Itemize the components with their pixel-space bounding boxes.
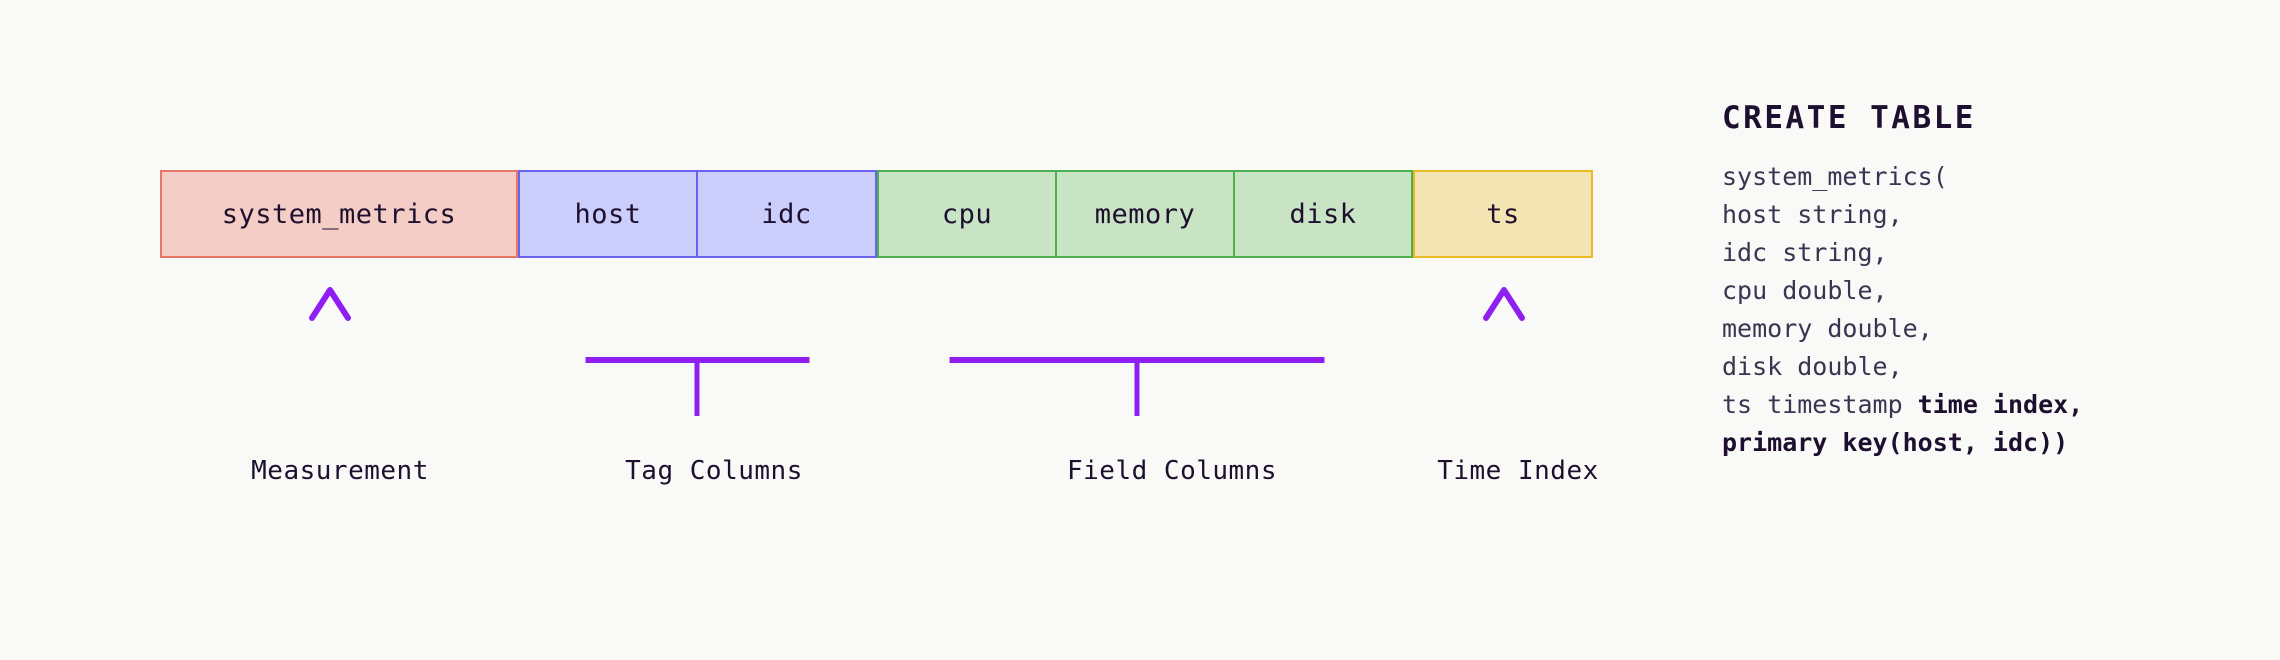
sql-snippet-panel: CREATE TABLE system_metrics(host string,… bbox=[1722, 100, 2242, 462]
table-cell-label: host bbox=[574, 198, 642, 230]
table-cell-tag-host: host bbox=[518, 170, 698, 258]
connector-bracket-field-columns bbox=[949, 300, 1325, 416]
sql-line: host string, bbox=[1722, 200, 1903, 229]
annotation-label-tag-columns: Tag Columns bbox=[625, 456, 803, 486]
table-cell-time-index: ts bbox=[1413, 170, 1593, 258]
sql-line: primary key(host, idc)) bbox=[1722, 424, 2242, 462]
table-cell-field-cpu: cpu bbox=[877, 170, 1057, 258]
table-cell-tag-idc: idc bbox=[698, 170, 877, 258]
sql-line: cpu double, bbox=[1722, 276, 1888, 305]
annotation-label-time-index: Time Index bbox=[1437, 456, 1599, 486]
sql-line: system_metrics( bbox=[1722, 162, 1948, 191]
table-cell-label: ts bbox=[1486, 198, 1520, 230]
table-cell-label: idc bbox=[761, 198, 812, 230]
sql-keyword: time index, bbox=[1917, 390, 2084, 419]
connector-bracket-tag-columns bbox=[585, 300, 810, 416]
table-cell-label: system_metrics bbox=[221, 198, 457, 230]
table-cell-measurement: system_metrics bbox=[160, 170, 518, 258]
table-cell-label: cpu bbox=[941, 198, 993, 230]
table-cell-field-memory: memory bbox=[1057, 170, 1235, 258]
table-cell-label: disk bbox=[1289, 198, 1357, 230]
connector-arrow-time-index bbox=[1483, 287, 1525, 378]
annotation-label-measurement: Measurement bbox=[251, 456, 429, 486]
sql-line: idc string, bbox=[1722, 238, 1888, 267]
table-schema-strip: system_metrics host idc cpu memory disk … bbox=[160, 170, 1593, 258]
sql-keyword: primary key(host, idc)) bbox=[1722, 428, 2069, 457]
sql-title: CREATE TABLE bbox=[1722, 100, 1976, 136]
sql-body: system_metrics(host string, idc string, cp… bbox=[1722, 158, 2242, 462]
annotation-label-field-columns: Field Columns bbox=[1067, 456, 1277, 486]
table-cell-label: memory bbox=[1094, 198, 1196, 230]
table-cell-field-disk: disk bbox=[1235, 170, 1413, 258]
sql-line: disk double, bbox=[1722, 352, 1903, 381]
sql-line: memory double, bbox=[1722, 314, 1933, 343]
sql-line: ts timestamp time index, bbox=[1722, 390, 2084, 419]
connector-arrow-measurement bbox=[309, 287, 351, 378]
